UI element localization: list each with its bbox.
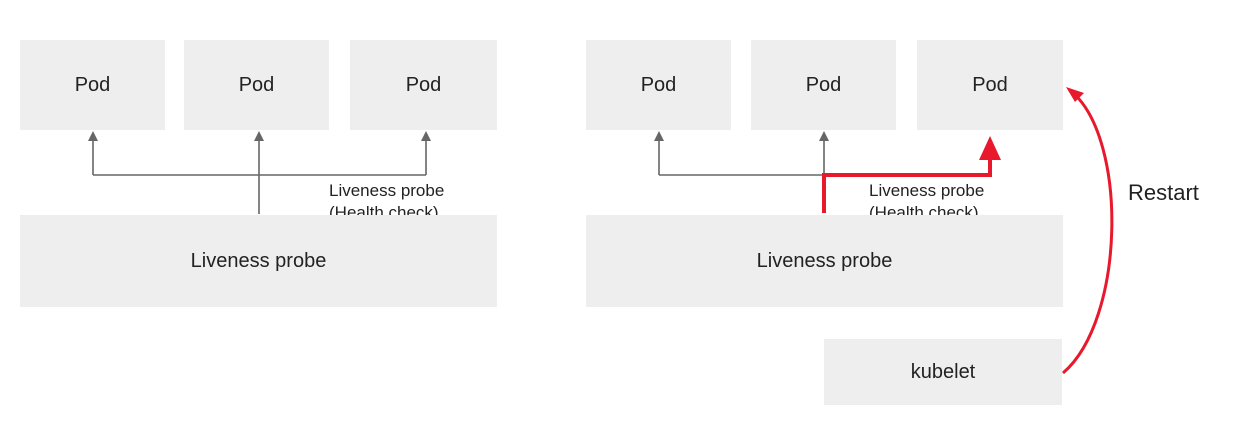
right-pod-1-label: Pod [640, 73, 677, 96]
right-pod-3-label: Pod [972, 73, 1008, 96]
left-probe-label-line1: Liveness probe [329, 181, 445, 200]
left-liveness-probe-box-label: Liveness probe [190, 249, 327, 272]
right-liveness-probe-box: Liveness probe [586, 215, 1063, 307]
kubelet-box: kubelet [824, 339, 1062, 405]
left-pod-3: Pod [350, 40, 497, 130]
left-pod-3-label: Pod [405, 73, 442, 96]
left-liveness-probe-box: Liveness probe [20, 215, 497, 307]
restart-arrowhead-icon [1066, 87, 1084, 102]
right-probe-label-line1: Liveness probe [869, 181, 985, 200]
red-arrowhead-icon [979, 136, 1001, 160]
restart-arrow [1062, 87, 1114, 375]
right-pod-2: Pod [751, 40, 896, 130]
kubelet-box-label: kubelet [910, 360, 976, 383]
right-probe-connectors [654, 131, 829, 176]
right-pod-2-label: Pod [805, 73, 842, 96]
left-pod-2-label: Pod [238, 73, 275, 96]
right-liveness-probe-box-label: Liveness probe [756, 249, 893, 272]
right-pod-1: Pod [586, 40, 731, 130]
restart-curve [1062, 90, 1114, 375]
restart-label: Restart [1128, 180, 1199, 205]
left-pod-1-label: Pod [74, 73, 111, 96]
right-pod-3: Pod [917, 40, 1063, 130]
left-pod-2: Pod [184, 40, 329, 130]
left-pod-1: Pod [20, 40, 165, 130]
